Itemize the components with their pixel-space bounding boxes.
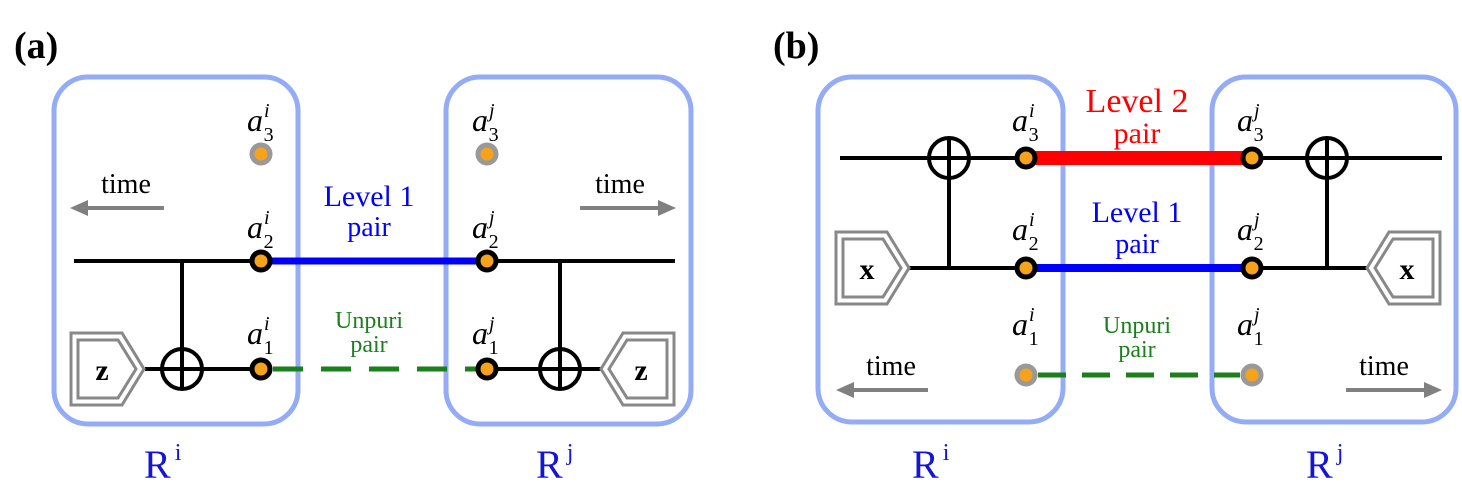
region-box-j (443, 74, 694, 427)
ancilla-node-a2j (475, 249, 499, 273)
panel-a-tag: (a) (14, 25, 58, 67)
unpuri-label-line2: pair (1118, 337, 1155, 363)
measure-x-right: x (1365, 230, 1442, 306)
region-box-i (815, 74, 1066, 425)
ancilla-node-a2i (1014, 256, 1038, 280)
ancilla-node-a3j (475, 142, 499, 166)
ancilla-node-a1j (1240, 363, 1264, 387)
level1-label-line1: Level 1 (324, 180, 415, 213)
measure-x-left: x (834, 230, 911, 306)
ancilla-node-a1i (249, 357, 273, 381)
time-label-right: time (1359, 351, 1409, 382)
time-label-left: time (866, 351, 916, 382)
time-label-right: time (595, 169, 645, 200)
level1-label-line1: Level 1 (1092, 196, 1183, 229)
unpuri-label-line1: Unpuri (1103, 313, 1171, 339)
measure-z-left: z (69, 331, 146, 407)
ancilla-node-a3i (1014, 146, 1038, 170)
panel-b-tag: (b) (773, 25, 819, 67)
unpuri-label-line1: Unpuri (335, 308, 403, 334)
panel-b: (b) x x (773, 25, 1459, 487)
time-arrow-left (836, 382, 928, 398)
ancilla-node-a3i (249, 142, 273, 166)
time-arrow-right (580, 200, 676, 216)
time-label-left: time (101, 169, 151, 200)
svg-text:x: x (1400, 253, 1415, 286)
level1-label-line2: pair (347, 212, 391, 243)
unpuri-label-line2: pair (350, 332, 387, 358)
ancilla-node-a3j (1240, 146, 1264, 170)
svg-text:z: z (95, 354, 108, 387)
time-arrow-left (70, 200, 164, 216)
region-box-j (1209, 74, 1459, 425)
level1-label-line2: pair (1115, 229, 1159, 260)
level2-label-line1: Level 2 (1086, 83, 1189, 120)
ancilla-node-a2i (249, 249, 273, 273)
svg-text:x: x (860, 253, 875, 286)
level2-label-line2: pair (1114, 117, 1161, 150)
ancilla-node-a2j (1240, 256, 1264, 280)
ancilla-node-a1j (475, 357, 499, 381)
measure-z-right: z (599, 331, 676, 407)
region-box-i (51, 74, 301, 427)
panel-a: (a) z z (14, 25, 694, 487)
svg-text:z: z (634, 354, 647, 387)
ancilla-node-a1i (1014, 363, 1038, 387)
time-arrow-right (1346, 382, 1442, 398)
